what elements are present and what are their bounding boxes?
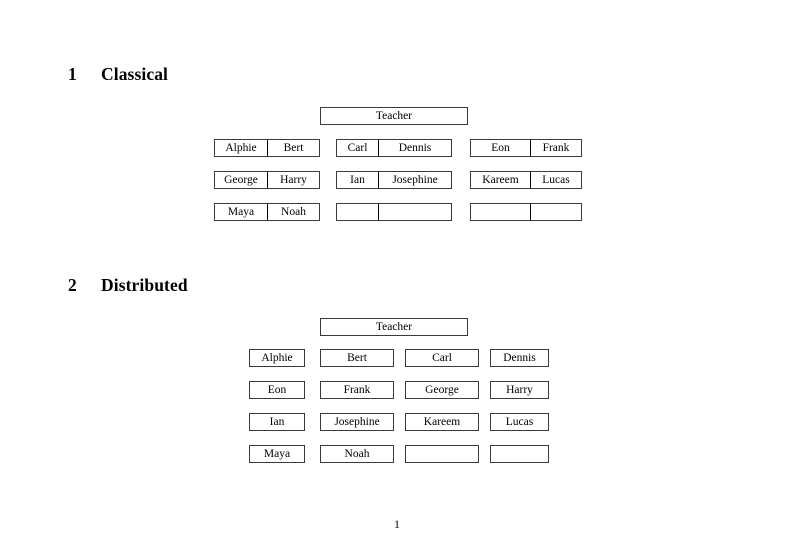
student-pair-row: Eon Frank bbox=[470, 139, 582, 157]
student-cell: George bbox=[224, 174, 258, 186]
student-cell: Noah bbox=[267, 204, 319, 220]
student-cell: Lucas bbox=[490, 413, 549, 431]
student-cell: Carl bbox=[405, 349, 479, 367]
student-cell: Bert bbox=[267, 140, 319, 156]
student-cell-empty bbox=[405, 445, 479, 463]
student-pair-box: Kareem Lucas bbox=[470, 171, 582, 189]
student-cell-empty bbox=[490, 445, 549, 463]
student-cell: Kareem bbox=[482, 174, 519, 186]
student-cell: Dennis bbox=[490, 349, 549, 367]
student-cell: Lucas bbox=[530, 172, 581, 188]
student-cell: Josephine bbox=[378, 172, 451, 188]
student-cell: Eon bbox=[249, 381, 305, 399]
student-cell: Dennis bbox=[378, 140, 451, 156]
section-number: 2 bbox=[68, 275, 77, 295]
student-row: Alphie Bert Carl Dennis bbox=[249, 349, 549, 367]
student-pair-box: Maya Noah bbox=[214, 203, 320, 221]
student-pair-box bbox=[336, 203, 452, 221]
student-pair-row-empty bbox=[336, 203, 452, 221]
student-pair-box: Alphie Bert bbox=[214, 139, 320, 157]
teacher-box-distributed: Teacher bbox=[320, 318, 468, 336]
student-cell: Frank bbox=[320, 381, 394, 399]
student-cell: George bbox=[405, 381, 479, 399]
section-heading-distributed: 2 Distributed bbox=[68, 275, 188, 296]
student-cell: Kareem bbox=[405, 413, 479, 431]
student-pair-row: Carl Dennis bbox=[336, 139, 452, 157]
page-number: 1 bbox=[394, 519, 400, 531]
student-pair-box: George Harry bbox=[214, 171, 320, 189]
student-cell-empty bbox=[378, 204, 451, 220]
student-cell: Alphie bbox=[249, 349, 305, 367]
student-cell-empty bbox=[471, 204, 530, 220]
student-pair-row: Alphie Bert bbox=[214, 139, 320, 157]
student-pair-row: Maya Noah bbox=[214, 203, 320, 221]
student-pair-row: Kareem Lucas bbox=[470, 171, 582, 189]
student-cell: Ian bbox=[249, 413, 305, 431]
student-cell: Alphie bbox=[225, 142, 257, 154]
student-row: Ian Josephine Kareem Lucas bbox=[249, 413, 549, 431]
student-pair-box: Carl Dennis bbox=[336, 139, 452, 157]
student-cell: Maya bbox=[227, 206, 255, 218]
student-pair-row: George Harry bbox=[214, 171, 320, 189]
student-cell: Carl bbox=[347, 142, 368, 154]
student-cell: Harry bbox=[267, 172, 319, 188]
section-title: Classical bbox=[101, 64, 169, 84]
student-pair-box: Ian Josephine bbox=[336, 171, 452, 189]
student-pair-row-empty bbox=[470, 203, 582, 221]
student-row: Eon Frank George Harry bbox=[249, 381, 549, 399]
teacher-box-classical: Teacher bbox=[320, 107, 468, 125]
student-cell: Frank bbox=[530, 140, 581, 156]
student-cell: Harry bbox=[490, 381, 549, 399]
student-cell: Ian bbox=[350, 174, 365, 186]
student-cell: Eon bbox=[491, 142, 510, 154]
student-cell: Bert bbox=[320, 349, 394, 367]
student-row: Maya Noah bbox=[249, 445, 549, 463]
section-heading-classical: 1 Classical bbox=[68, 64, 168, 85]
student-pair-box bbox=[470, 203, 582, 221]
student-cell-empty bbox=[337, 204, 378, 220]
student-pair-box: Eon Frank bbox=[470, 139, 582, 157]
student-cell-empty bbox=[530, 204, 581, 220]
section-number: 1 bbox=[68, 64, 77, 84]
student-pair-row: Ian Josephine bbox=[336, 171, 452, 189]
student-cell: Noah bbox=[320, 445, 394, 463]
student-cell: Josephine bbox=[320, 413, 394, 431]
student-cell: Maya bbox=[249, 445, 305, 463]
section-title: Distributed bbox=[101, 275, 188, 295]
